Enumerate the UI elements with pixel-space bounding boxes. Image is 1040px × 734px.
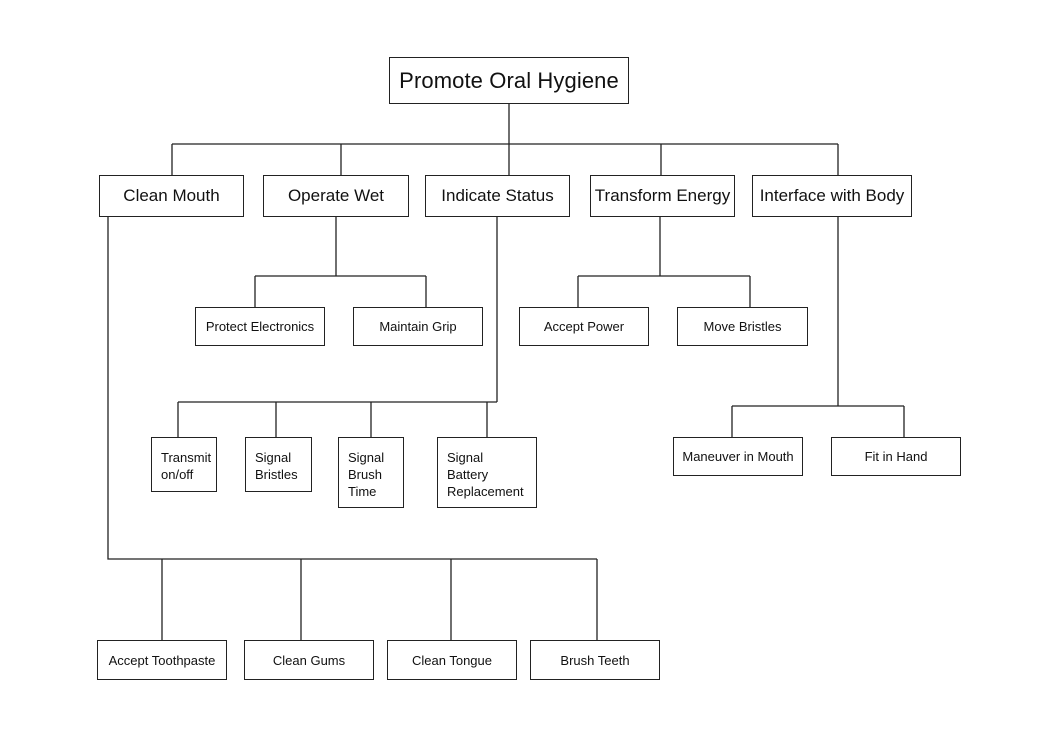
subfunction-accept-toothpaste: Accept Toothpaste bbox=[97, 640, 227, 680]
subfunction-signal-brush-time: Signal Brush Time bbox=[338, 437, 404, 508]
connector-operate-wet bbox=[254, 217, 427, 307]
function-indicate-status: Indicate Status bbox=[425, 175, 570, 217]
subfunction-transmit-on-off: Transmit on/off bbox=[151, 437, 217, 492]
root-function-box: Promote Oral Hygiene bbox=[389, 57, 629, 104]
connector-transform-energy bbox=[577, 217, 751, 307]
subfunction-clean-gums: Clean Gums bbox=[244, 640, 374, 680]
subfunction-fit-in-hand: Fit in Hand bbox=[831, 437, 961, 476]
subfunction-accept-power: Accept Power bbox=[519, 307, 649, 346]
subfunction-maintain-grip: Maintain Grip bbox=[353, 307, 483, 346]
function-interface-with-body: Interface with Body bbox=[752, 175, 912, 217]
subfunction-signal-bristles: Signal Bristles bbox=[245, 437, 312, 492]
subfunction-signal-battery-replacement: Signal Battery Replacement bbox=[437, 437, 537, 508]
connector-interface-with-body bbox=[731, 217, 905, 437]
subfunction-maneuver-in-mouth: Maneuver in Mouth bbox=[673, 437, 803, 476]
connector-indicate-status bbox=[177, 217, 498, 437]
subfunction-protect-electronics: Protect Electronics bbox=[195, 307, 325, 346]
subfunction-clean-tongue: Clean Tongue bbox=[387, 640, 517, 680]
connector-root bbox=[171, 104, 839, 175]
function-operate-wet: Operate Wet bbox=[263, 175, 409, 217]
function-clean-mouth: Clean Mouth bbox=[99, 175, 244, 217]
subfunction-brush-teeth: Brush Teeth bbox=[530, 640, 660, 680]
function-transform-energy: Transform Energy bbox=[590, 175, 735, 217]
subfunction-move-bristles: Move Bristles bbox=[677, 307, 808, 346]
connector-clean-mouth bbox=[107, 217, 598, 640]
